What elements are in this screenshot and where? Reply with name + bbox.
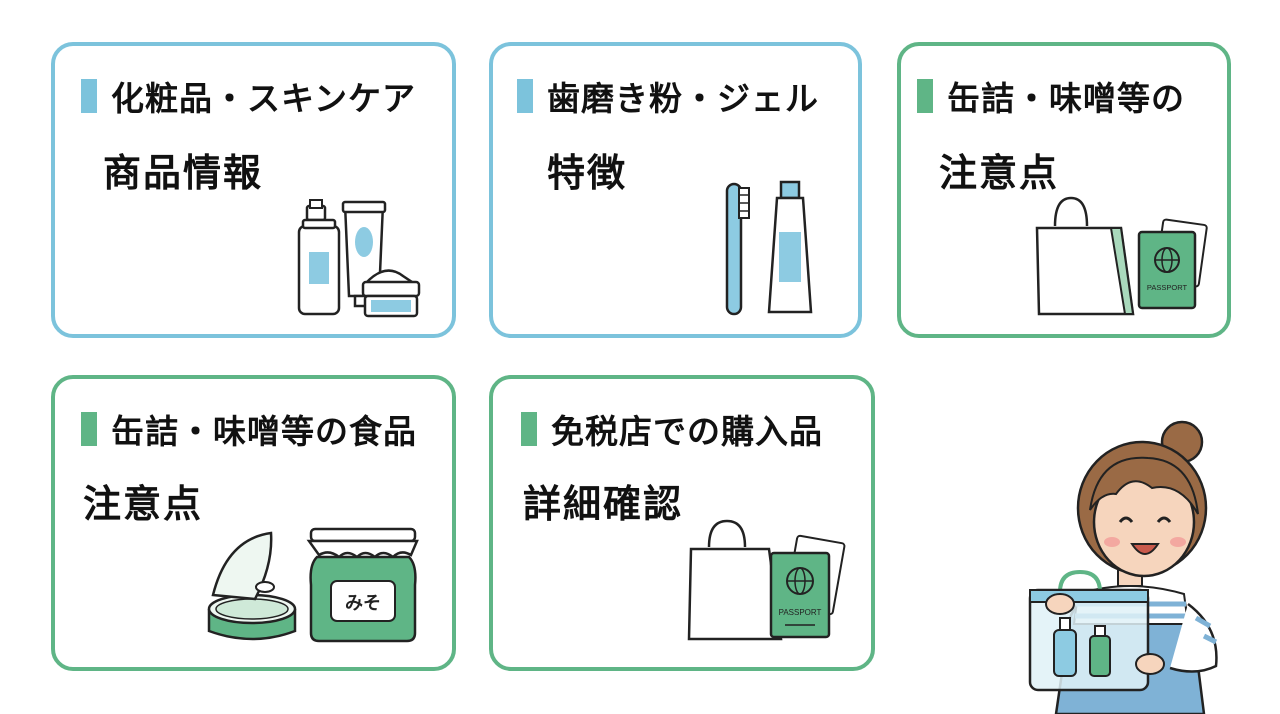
title-marker: [917, 79, 933, 113]
card-duty-free: 免税店での購入品 詳細確認 PASSPORT: [489, 375, 875, 671]
passport-label: PASSPORT: [1147, 283, 1188, 292]
card-subtitle: 詳細確認: [523, 482, 684, 526]
cosmetics-icon: [295, 196, 435, 321]
card-canned-miso: 缶詰・味噌等の 注意点 PASSPORT: [897, 42, 1231, 338]
card-title-text: 缶詰・味噌等の: [947, 79, 1185, 118]
card-title: 歯磨き粉・ジェル: [517, 72, 819, 120]
card-title-text: 缶詰・味噌等の食品: [111, 412, 417, 451]
woman-with-clear-bag-icon: [1020, 418, 1240, 714]
title-marker: [521, 412, 537, 446]
title-marker: [517, 79, 533, 113]
card-subtitle: 商品情報: [103, 151, 264, 195]
miso-label: みそ: [345, 593, 381, 614]
card-subtitle: 特徴: [547, 151, 628, 195]
card-subtitle: 注意点: [939, 151, 1060, 195]
can-miso-jar-icon: みそ: [203, 525, 423, 645]
toothbrush-toothpaste-icon: [719, 180, 829, 320]
card-title: 缶詰・味噌等の食品: [81, 405, 417, 453]
card-title: 化粧品・スキンケア: [81, 72, 416, 120]
card-cosmetics: 化粧品・スキンケア 商品情報: [51, 42, 456, 338]
shopping-bag-passport-icon: PASSPORT: [685, 519, 850, 644]
card-title: 免税店での購入品: [521, 405, 823, 453]
card-title-text: 歯磨き粉・ジェル: [547, 79, 819, 118]
passport-label: PASSPORT: [779, 608, 822, 617]
title-marker: [81, 79, 97, 113]
card-title-text: 免税店での購入品: [551, 412, 823, 451]
shopping-bag-passport-icon: PASSPORT: [1033, 194, 1213, 319]
card-title-text: 化粧品・スキンケア: [111, 79, 417, 118]
card-title: 缶詰・味噌等の: [917, 72, 1185, 120]
card-canned-food: 缶詰・味噌等の食品 注意点 みそ: [51, 375, 456, 671]
title-marker: [81, 412, 97, 446]
card-subtitle: 注意点: [83, 482, 204, 526]
card-toothpaste: 歯磨き粉・ジェル 特徴: [489, 42, 862, 338]
